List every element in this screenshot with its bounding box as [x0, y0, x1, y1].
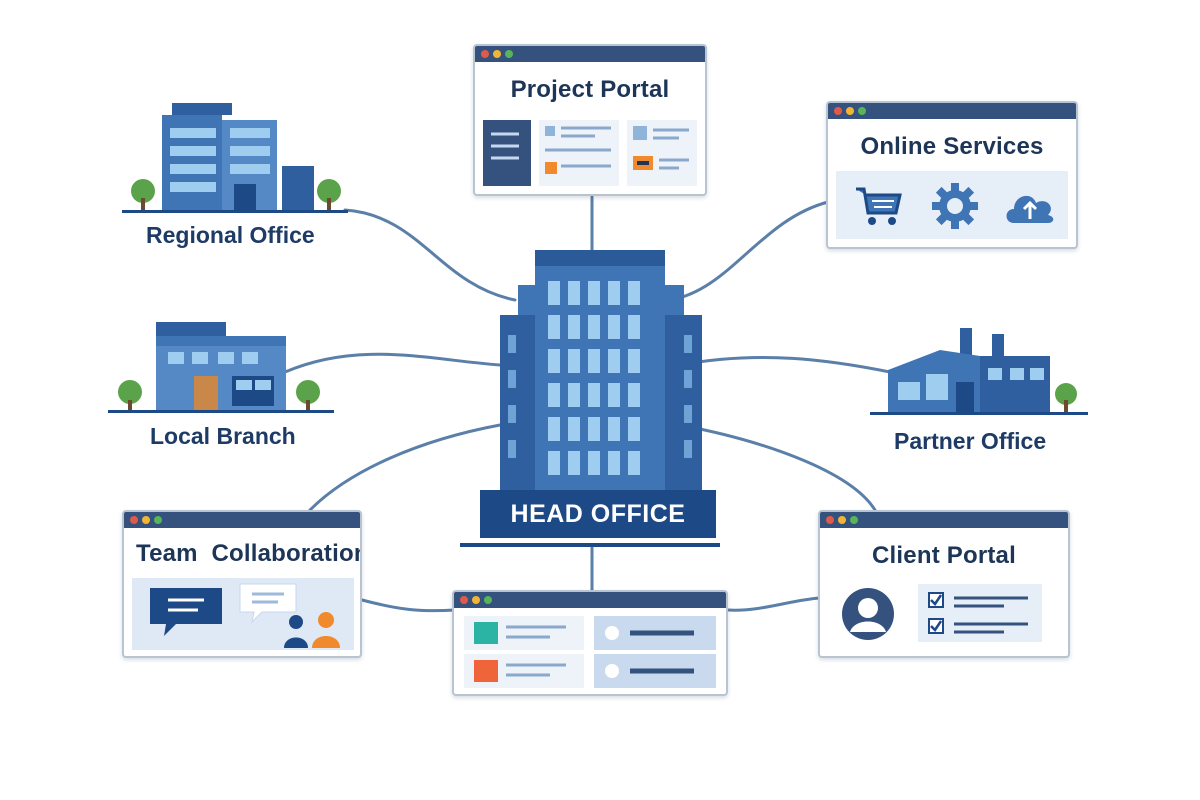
regional-office-building [122, 103, 348, 213]
connector-online-services [668, 200, 830, 302]
regional-office-label: Regional Office [146, 222, 315, 248]
dashboard-panel-window[interactable] [452, 590, 728, 696]
team-collaboration-title: Team Collaboration [136, 540, 362, 567]
cloud-upload-icon[interactable] [1002, 183, 1058, 229]
chat-bubble-icon [239, 583, 297, 624]
gear-icon[interactable] [930, 181, 980, 231]
online-services-window[interactable]: Online Services [826, 101, 1078, 249]
online-services-title: Online Services [860, 133, 1044, 160]
client-portal-checklist [918, 584, 1042, 642]
head-office-label: HEAD OFFICE [480, 490, 716, 538]
checkbox-icon[interactable] [928, 618, 944, 634]
window-titlebar [475, 46, 705, 62]
project-portal-content [483, 120, 697, 186]
window-titlebar [124, 512, 360, 528]
team-collaboration-content [132, 578, 354, 650]
project-portal-window[interactable]: Project Portal [473, 44, 707, 196]
partner-office-building [870, 328, 1088, 415]
checkbox-icon[interactable] [928, 592, 944, 608]
window-titlebar [454, 592, 726, 608]
connector-team-to-panel [360, 598, 457, 613]
checklist-lines [954, 596, 1028, 634]
connector-panel-to-client [726, 596, 822, 612]
project-portal-title: Project Portal [510, 76, 670, 103]
window-titlebar [820, 512, 1068, 528]
window-titlebar [828, 103, 1076, 119]
head-office-building [460, 250, 720, 547]
client-portal-window[interactable]: Client Portal [818, 510, 1070, 658]
dashboard-panel-content [464, 616, 716, 688]
connector-client-portal [678, 423, 877, 512]
connector-team-collaboration [308, 423, 502, 512]
connector-local-branch [283, 352, 502, 374]
chat-bubble-icon [150, 588, 222, 636]
local-branch-label: Local Branch [150, 423, 296, 449]
partner-office-label: Partner Office [894, 428, 1047, 454]
team-collaboration-window[interactable]: Team Collaboration [122, 510, 362, 658]
local-branch-building [108, 322, 334, 413]
people-icon [284, 612, 340, 648]
client-portal-title: Client Portal [872, 542, 1016, 569]
connector-partner-office [678, 355, 892, 374]
user-avatar-icon [842, 588, 894, 640]
shopping-cart-icon[interactable] [854, 183, 904, 229]
online-services-icon-row [836, 171, 1068, 239]
connector-regional-office [343, 208, 517, 302]
